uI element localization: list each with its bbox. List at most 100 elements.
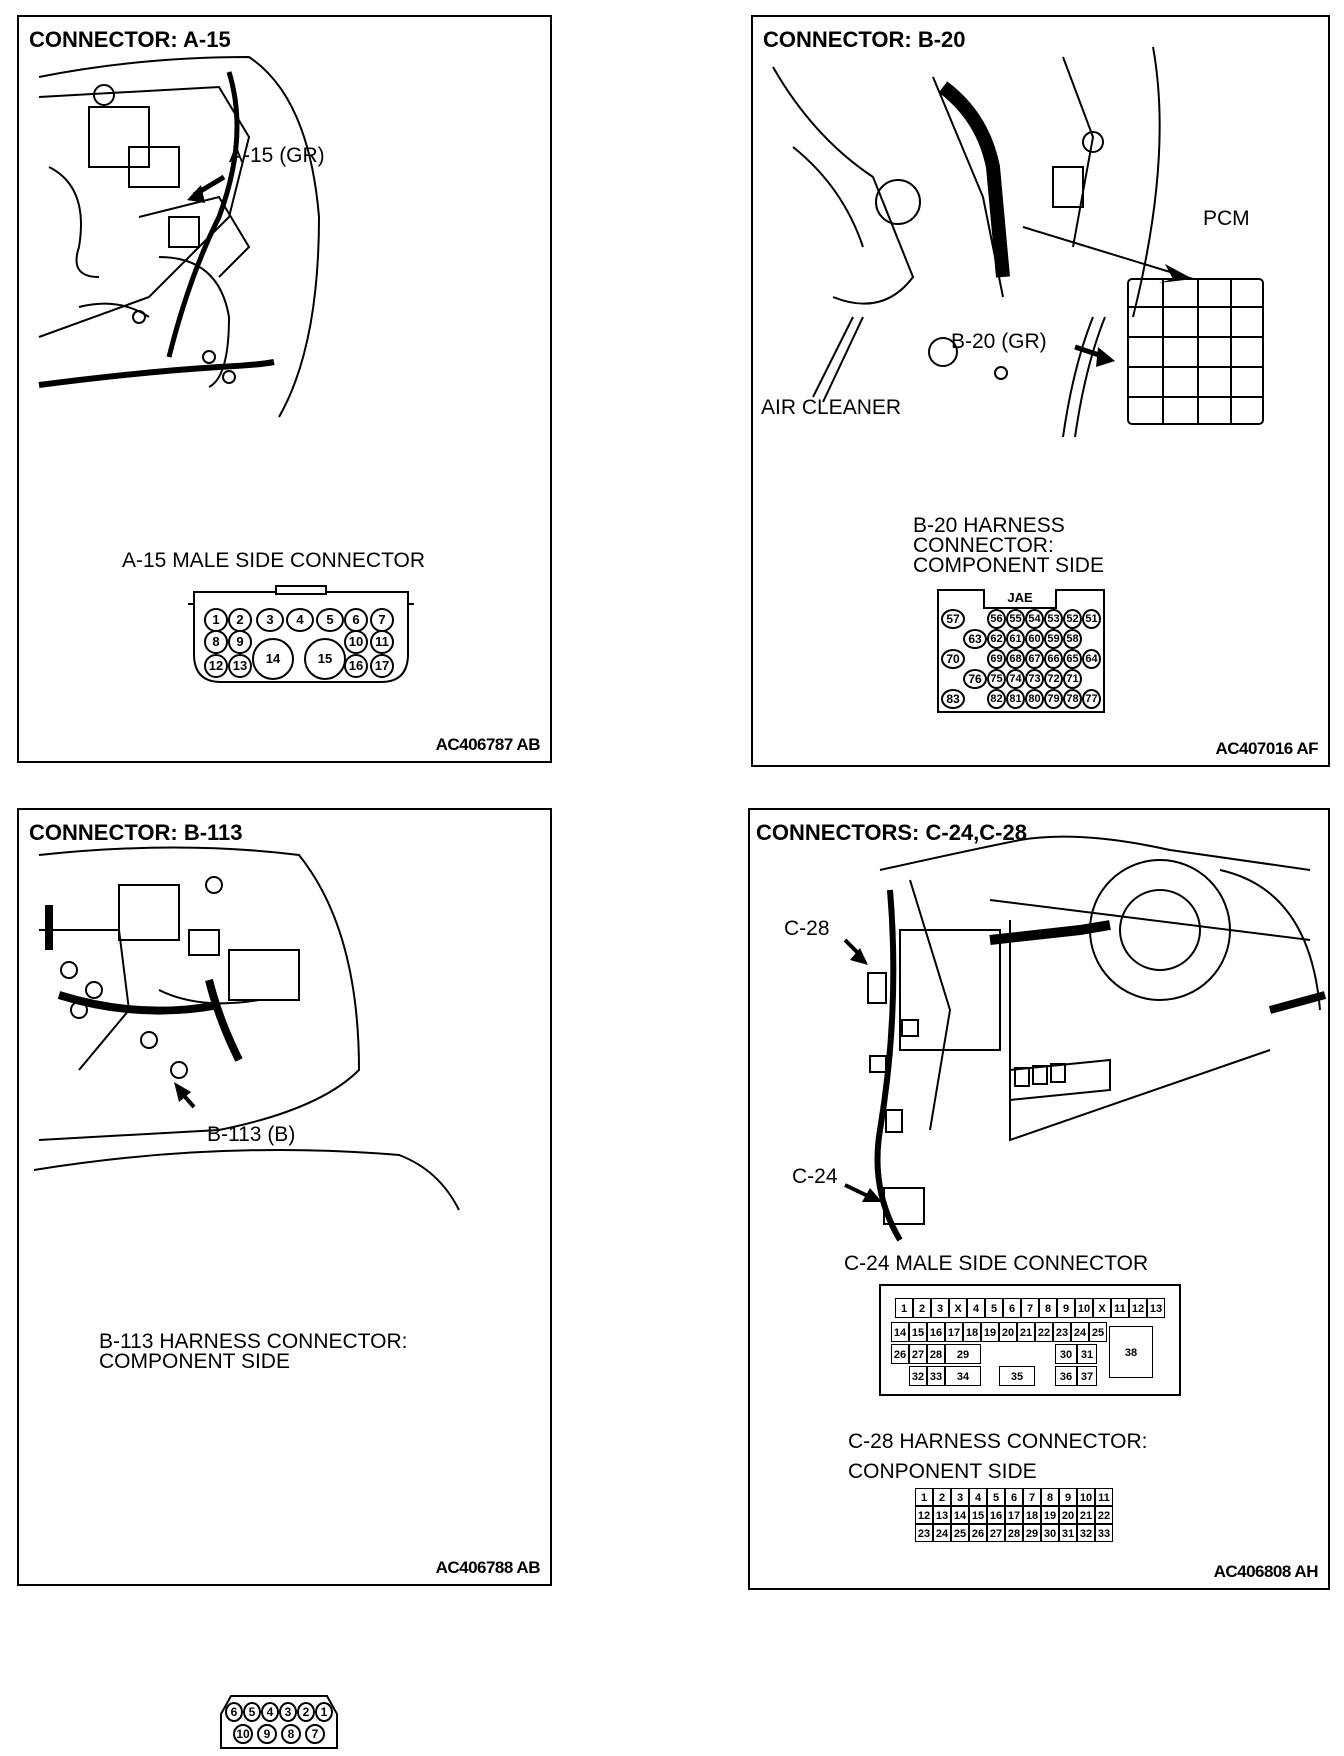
connector-pin: 83 [941, 689, 965, 709]
connector-pin: 1 [315, 1702, 333, 1722]
callout-a15: A-15 (GR) [229, 144, 325, 167]
panel-title: CONNECTORS: C-24,C-28 [756, 820, 1027, 845]
connector-pin: 5 [985, 1298, 1003, 1318]
connector-pin: 2 [913, 1298, 931, 1318]
connector-pin: 62 [987, 629, 1006, 649]
connector-pin: X [1093, 1298, 1111, 1318]
connector-pin: 27 [909, 1344, 927, 1364]
engine-bay-illustration [33, 846, 460, 1211]
connector-pin: 3 [931, 1298, 949, 1318]
connector-pin: 24 [933, 1524, 951, 1542]
connector-pin: 14 [891, 1322, 909, 1342]
connector-pin: 4 [286, 608, 314, 632]
callout-c28: C-28 [784, 917, 830, 940]
connector-pin: 6 [1005, 1488, 1023, 1506]
connector-pin: 13 [1147, 1298, 1165, 1318]
connector-pin: 69 [987, 649, 1006, 669]
connector-pin: 2 [933, 1488, 951, 1506]
callout-b113: B-113 (B) [207, 1123, 296, 1146]
connector-pin: 21 [1017, 1322, 1035, 1342]
connector-pin: 53 [1044, 609, 1063, 629]
connector-pin: 12 [1129, 1298, 1147, 1318]
connector-pin: 23 [1053, 1322, 1071, 1342]
c28-caption: C-28 HARNESS CONNECTOR: CONPONENT SIDE [848, 1430, 1148, 1483]
connector-pin: 32 [1077, 1524, 1095, 1542]
connector-pin: 29 [945, 1344, 981, 1364]
connector-pin: 10 [233, 1724, 253, 1744]
connector-pin: 31 [1059, 1524, 1077, 1542]
connector-pin: 32 [909, 1366, 927, 1386]
connector-pin: 27 [987, 1524, 1005, 1542]
connector-pin: 34 [945, 1366, 981, 1386]
connector-pin: 64 [1082, 649, 1101, 669]
connector-pin: 59 [1044, 629, 1063, 649]
connector-pin: 7 [1023, 1488, 1041, 1506]
connector-pin: 78 [1063, 689, 1082, 709]
connector-pin: 9 [228, 630, 252, 654]
connector-pin: 10 [344, 630, 368, 654]
connector-pin: 10 [1075, 1298, 1093, 1318]
connector-pin: 6 [225, 1702, 243, 1722]
connector-pin: 55 [1006, 609, 1025, 629]
connector-pin: 36 [1055, 1366, 1077, 1386]
connector-pin: 11 [1095, 1488, 1113, 1506]
connector-pin: 79 [1044, 689, 1063, 709]
connector-pin: 7 [370, 608, 394, 632]
connector-pin: 13 [228, 654, 252, 678]
connector-pin: 14 [252, 638, 294, 680]
pcm-location-illustration [772, 46, 1264, 438]
connector-pin: 21 [1077, 1506, 1095, 1524]
connector-pin: 31 [1077, 1344, 1097, 1364]
connector-pin: 15 [969, 1506, 987, 1524]
connector-pin: 11 [370, 630, 394, 654]
c24-caption: C-24 MALE SIDE CONNECTOR [844, 1252, 1149, 1275]
connector-pin: 82 [987, 689, 1006, 709]
connector-pin: 3 [279, 1702, 297, 1722]
connector-pin: 8 [204, 630, 228, 654]
figure-code: AC406787 AB [435, 735, 541, 754]
connector-pin: 18 [1023, 1506, 1041, 1524]
connector-pin: 2 [228, 608, 252, 632]
callout-b20: B-20 (GR) [951, 330, 1047, 353]
connector-pin: 25 [1089, 1322, 1107, 1342]
connector-pin: 30 [1041, 1524, 1059, 1542]
panel-connector-b20: CONNECTOR: B-20 PCM B-20 (GR) AIR CLEANE… [751, 15, 1330, 767]
connector-pin: 38 [1109, 1326, 1153, 1378]
connector-pin: 11 [1111, 1298, 1129, 1318]
connector-pin: 5 [987, 1488, 1005, 1506]
connector-pin: 4 [967, 1298, 985, 1318]
connector-pin: 4 [261, 1702, 279, 1722]
connector-pin: 51 [1082, 609, 1101, 629]
connector-pin: 71 [1063, 669, 1082, 689]
connector-pin: 30 [1055, 1344, 1077, 1364]
connector-pin: 68 [1006, 649, 1025, 669]
connector-pin: 7 [1021, 1298, 1039, 1318]
figure-code: AC406788 AB [435, 1558, 541, 1577]
connector-pin: 26 [969, 1524, 987, 1542]
connector-pin: 63 [963, 629, 987, 649]
connector-pin: 29 [1023, 1524, 1041, 1542]
connector-pin: 9 [257, 1724, 277, 1744]
panel-title: CONNECTOR: B-20 [763, 27, 966, 52]
connector-pin: 10 [1077, 1488, 1095, 1506]
connector-caption: A-15 MALE SIDE CONNECTOR [122, 549, 426, 572]
connector-pin: 17 [370, 654, 394, 678]
connector-pin: 3 [951, 1488, 969, 1506]
connector-pin: 26 [891, 1344, 909, 1364]
connector-pin: 20 [1059, 1506, 1077, 1524]
connector-caption: B-20 HARNESS CONNECTOR: COMPONENT SIDE [913, 514, 1104, 577]
connector-pin: 9 [1057, 1298, 1075, 1318]
connector-pin: 37 [1077, 1366, 1097, 1386]
connector-pin: 17 [945, 1322, 963, 1342]
panel-connector-a15: CONNECTOR: A-15 A-15 (GR) A-15 MALE SIDE… [17, 15, 552, 763]
connector-pin: 65 [1063, 649, 1082, 669]
connector-pin: 20 [999, 1322, 1017, 1342]
connector-pin: 75 [987, 669, 1006, 689]
dashboard-illustration [843, 835, 1327, 1242]
connector-pin: 33 [1095, 1524, 1113, 1542]
connector-pin: 1 [915, 1488, 933, 1506]
connector-pin: 66 [1044, 649, 1063, 669]
connector-pin: 70 [941, 649, 965, 669]
